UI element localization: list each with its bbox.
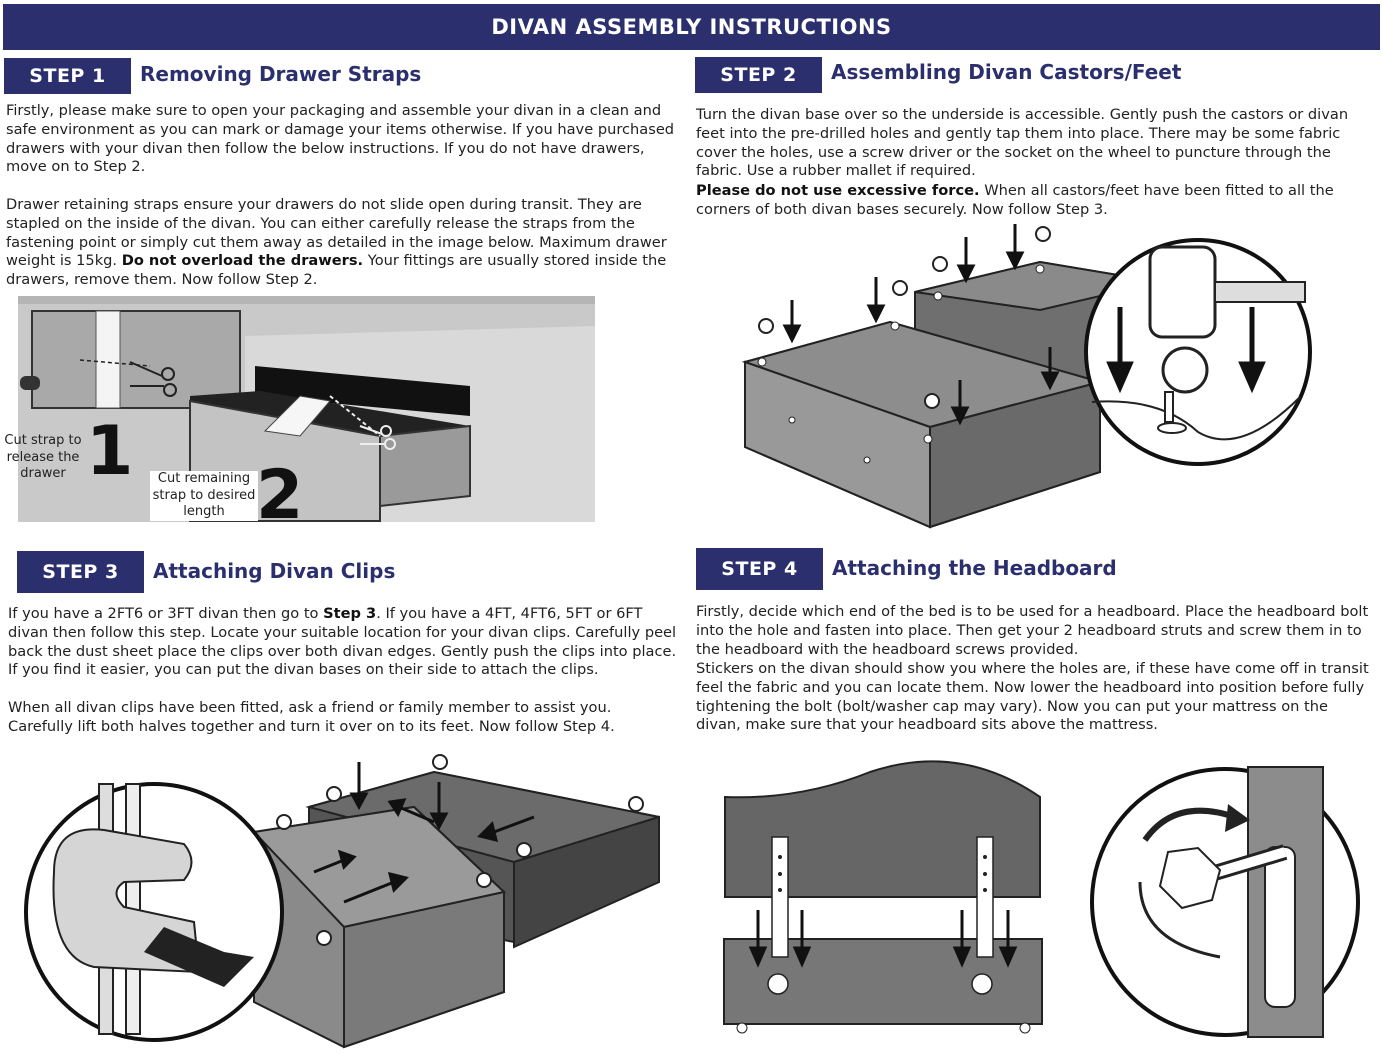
down-arrow-icons: [782, 224, 1060, 426]
bolt-sticker-icons: [767, 973, 993, 995]
step1-paragraph-2: Drawer retaining straps ensure your draw…: [6, 196, 667, 289]
push-arrow-icons: [313, 762, 535, 904]
step1-number-2: 2: [256, 456, 304, 535]
scissors-icon-2: [359, 425, 396, 450]
headboard-illustration: [723, 760, 1360, 1038]
step2-paragraph-1: Turn the divan base over so the undersid…: [696, 106, 1349, 180]
drawer-strap-illustration: [18, 296, 595, 522]
step3-tag: STEP 3: [17, 551, 144, 593]
step3-title: Attaching Divan Clips: [153, 559, 396, 583]
castor-icons: [758, 226, 1051, 409]
page-title-banner: DIVAN ASSEMBLY INSTRUCTIONS: [3, 4, 1380, 50]
step2-tag: STEP 2: [695, 57, 822, 93]
divan-clips-illustration: [24, 754, 660, 1049]
step3-paragraph-2: When all divan clips have been fitted, a…: [8, 699, 615, 735]
step1-number-1: 1: [86, 412, 134, 491]
step1-paragraph-1: Firstly, please make sure to open your p…: [6, 102, 675, 176]
step1-tag: STEP 1: [4, 58, 131, 94]
step2-paragraph-2: Please do not use excessive force. When …: [696, 182, 1334, 218]
step4-tag: STEP 4: [696, 548, 823, 590]
step1-label-cut-strap: Cut strap to release the drawer: [4, 433, 82, 481]
step4-paragraph-1: Firstly, decide which end of the bed is …: [696, 603, 1369, 658]
step2-title: Assembling Divan Castors/Feet: [831, 60, 1182, 84]
step1-title: Removing Drawer Straps: [140, 62, 422, 86]
step1-label-cut-remaining: Cut remaining strap to desired length: [150, 471, 258, 521]
scissors-icon: [129, 361, 177, 397]
step4-paragraph-2: Stickers on the divan should show you wh…: [696, 660, 1369, 734]
step3-paragraph-1: If you have a 2FT6 or 3FT divan then go …: [8, 605, 677, 679]
castor-icons: [276, 754, 644, 946]
step4-title: Attaching the Headboard: [832, 556, 1117, 580]
down-arrow-icons: [748, 910, 1018, 968]
castor-fitting-illustration: [741, 224, 1312, 529]
